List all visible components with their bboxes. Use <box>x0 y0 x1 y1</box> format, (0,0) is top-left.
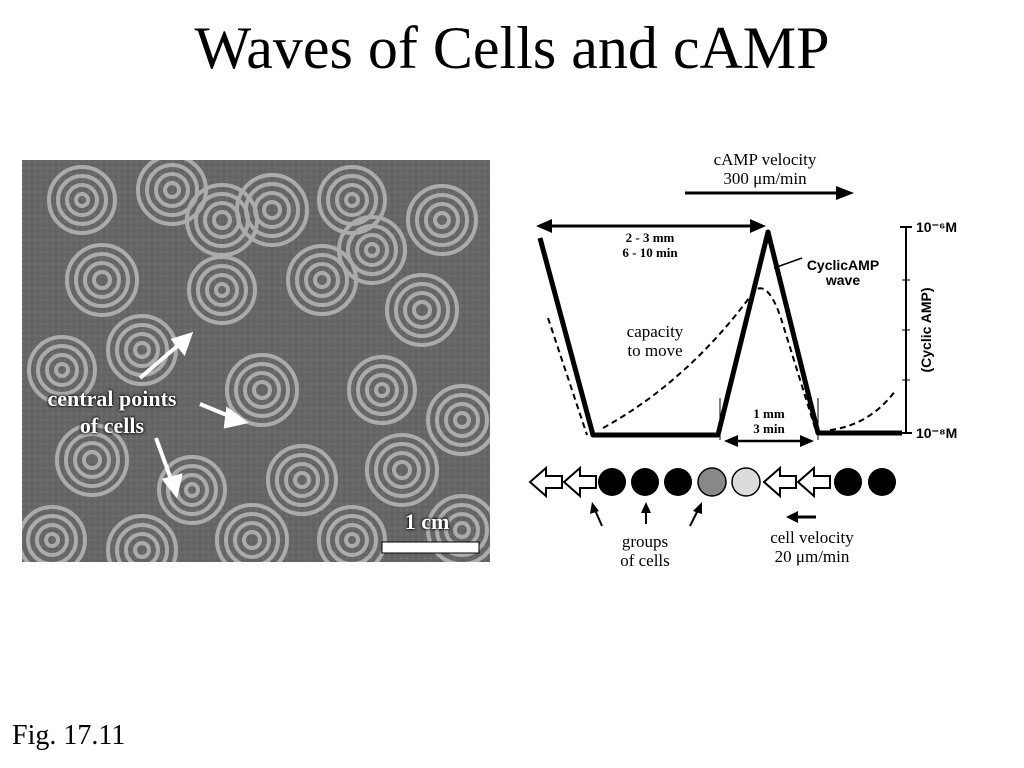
central-points-label: central points of cells <box>47 386 177 438</box>
cell-velocity-label: cell velocity 20 μm/min <box>770 528 854 566</box>
filled-circle-icon <box>868 468 896 496</box>
spiral-waves-image <box>22 160 490 562</box>
scale-bar <box>381 541 480 554</box>
filled-circle-icon <box>598 468 626 496</box>
wave-width-label: 1 mm 3 min <box>753 406 785 436</box>
pointer-arrows <box>138 331 249 499</box>
capacity-to-move-label: capacity to move <box>626 322 684 360</box>
groups-of-cells-label: groups of cells <box>620 532 670 570</box>
filled-circle-icon <box>631 468 659 496</box>
scale-label: 1 cm <box>404 509 450 534</box>
cell-row <box>528 465 896 499</box>
slide-title: Waves of Cells and cAMP <box>194 15 830 81</box>
wavelength-label: 2 - 3 mm 6 - 10 min <box>622 230 678 260</box>
cell-aggregation-photo: central points of cells 1 cm <box>22 160 490 562</box>
left-arrow-outline-icon <box>796 465 831 499</box>
filled-circle-icon <box>834 468 862 496</box>
camp-velocity-label: cAMP velocity 300 μm/min <box>713 150 817 188</box>
cyclic-amp-axis-label: (Cyclic AMP) <box>918 287 934 373</box>
axis-top-label: 10⁻⁶M <box>916 219 958 235</box>
figure-label: Fig. 17.11 <box>12 720 126 751</box>
stippled-circle-icon <box>697 467 727 497</box>
cyclic-amp-wave-label: CyclicAMP wave <box>806 257 880 288</box>
light-stippled-circle-icon <box>731 467 761 497</box>
camp-wave-diagram: cAMP velocity 300 μm/min 2 - 3 mm 6 - 10… <box>520 140 990 580</box>
left-arrow-outline-icon <box>562 465 597 499</box>
filled-circle-icon <box>664 468 692 496</box>
left-arrow-outline-icon <box>762 465 797 499</box>
wave-graph <box>528 186 912 527</box>
left-arrow-outline-icon <box>528 465 563 499</box>
axis-bottom-label: 10⁻⁸M <box>916 425 958 441</box>
